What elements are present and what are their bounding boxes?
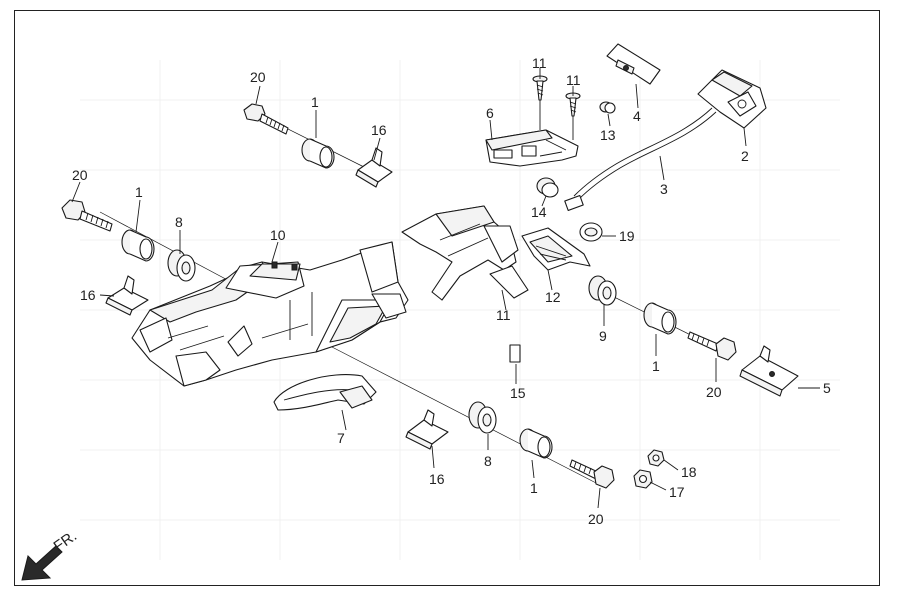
label-5: 5	[823, 380, 831, 396]
label-11-screw-a: 11	[532, 55, 547, 71]
screw-11-b	[565, 92, 581, 117]
grommet-14	[536, 177, 559, 198]
label-2: 2	[741, 148, 749, 164]
nut-13	[599, 101, 616, 114]
bolt-top	[243, 103, 289, 135]
label-1-right: 1	[652, 358, 660, 374]
label-13: 13	[600, 127, 616, 143]
label-15: 15	[510, 385, 526, 401]
label-1-top: 1	[311, 94, 319, 110]
clip-nut-left	[105, 275, 149, 316]
grommet-left	[167, 249, 196, 282]
label-17: 17	[669, 484, 685, 500]
label-6: 6	[486, 105, 494, 121]
plate-4	[606, 43, 661, 85]
wire-harness	[564, 107, 717, 211]
grommet-bottom	[468, 401, 497, 434]
relay-cover	[485, 129, 579, 167]
label-4: 4	[633, 108, 641, 124]
label-16-left: 16	[80, 287, 96, 303]
label-1-left: 1	[135, 184, 143, 200]
label-18: 18	[681, 464, 697, 480]
label-16-top: 16	[371, 122, 387, 138]
bolt-left	[61, 199, 113, 232]
label-19: 19	[619, 228, 635, 244]
license-bracket	[401, 205, 529, 301]
license-light-housing	[697, 69, 767, 129]
label-11-screw-b: 11	[566, 72, 581, 88]
label-11-bracket: 11	[496, 307, 511, 323]
bolt-right	[687, 331, 737, 361]
label-1-bottom: 1	[530, 480, 538, 496]
clip-nut-bottom	[405, 409, 449, 450]
label-12: 12	[545, 289, 561, 305]
clip-nut-top	[355, 147, 393, 188]
nut-18	[647, 449, 665, 467]
front-direction-indicator: FR.	[21, 527, 80, 581]
label-7: 7	[337, 430, 345, 446]
reflector-bracket	[521, 227, 591, 271]
label-9: 9	[599, 328, 607, 344]
grommet-9	[588, 275, 617, 306]
label-20-left: 20	[72, 167, 88, 183]
label-20-top: 20	[250, 69, 266, 85]
collar-bottom	[519, 428, 553, 459]
label-10: 10	[270, 227, 286, 243]
bolt-bottom	[569, 459, 615, 489]
clip-nut-right	[739, 345, 799, 397]
label-20-right: 20	[706, 384, 722, 400]
label-16-bottom: 16	[429, 471, 445, 487]
screw-11-a	[532, 75, 548, 101]
nut-17	[633, 469, 653, 489]
label-20-bottom: 20	[588, 511, 604, 527]
collar-right	[643, 302, 677, 335]
leader-lines	[71, 68, 820, 509]
label-3: 3	[660, 181, 668, 197]
label-14: 14	[531, 204, 547, 220]
tag-15	[509, 344, 521, 363]
rear-undertray	[131, 241, 409, 387]
part-labels: 20 1 16 20 1 8 16 10 7 11 12 6 11 11 13 …	[72, 55, 831, 527]
front-arrow-icon	[21, 545, 63, 581]
diagram-frame	[14, 10, 880, 586]
collar-top	[301, 138, 335, 169]
collar-left	[121, 229, 155, 262]
ring-19	[579, 222, 603, 242]
rear-mudguard	[273, 374, 377, 411]
label-8-bottom: 8	[484, 453, 492, 469]
label-8-left: 8	[175, 214, 183, 230]
